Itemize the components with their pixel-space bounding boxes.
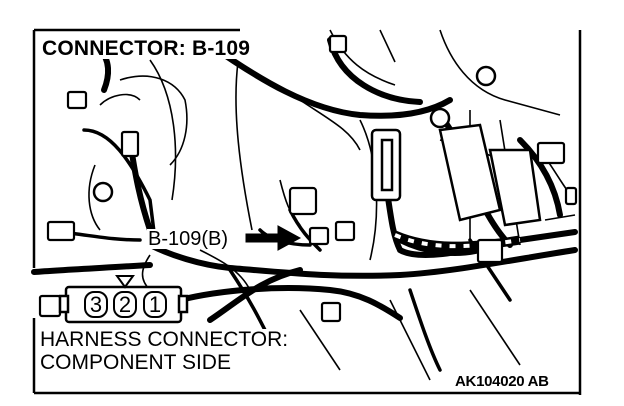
engine-components bbox=[92, 65, 542, 227]
connector-key-marker bbox=[115, 275, 135, 289]
diagram-frame bbox=[32, 28, 582, 395]
connector-callout-label: B-109(B) bbox=[147, 228, 230, 250]
page-title: CONNECTOR: B-109 bbox=[40, 37, 253, 60]
callout-arrow bbox=[245, 225, 302, 251]
corrugated-tube bbox=[393, 230, 521, 251]
small-connectors bbox=[38, 34, 578, 323]
connector-pin-1: 1 bbox=[143, 291, 167, 318]
connector-pin-3: 3 bbox=[84, 291, 108, 318]
component-side-label: COMPONENT SIDE bbox=[38, 351, 233, 374]
connector-pin-2: 2 bbox=[113, 291, 137, 318]
figure-id: AK104020 AB bbox=[455, 373, 549, 390]
harness-connector-label: HARNESS CONNECTOR: bbox=[38, 328, 291, 351]
